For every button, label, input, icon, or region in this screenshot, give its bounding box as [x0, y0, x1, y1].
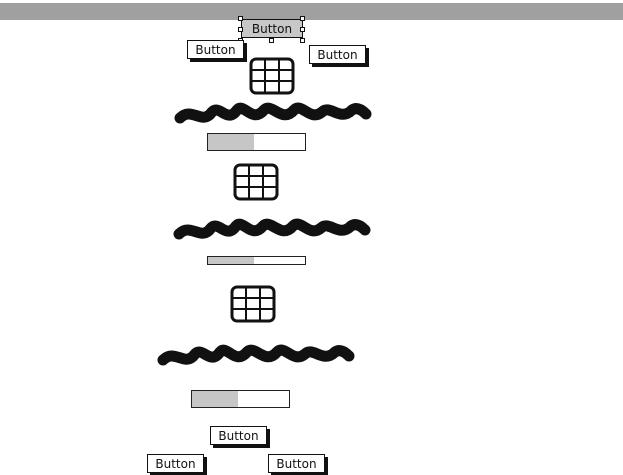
table-grid-icon — [249, 57, 295, 95]
toolbar-strip — [0, 3, 623, 20]
selection-handle[interactable] — [269, 38, 274, 43]
progress-bar[interactable] — [207, 256, 306, 265]
selection-handle[interactable] — [238, 16, 243, 21]
scribbled-text — [173, 218, 371, 240]
button-top-right[interactable]: Button — [309, 45, 366, 64]
progress-bar[interactable] — [191, 390, 290, 408]
button-top-center[interactable]: Button — [241, 19, 303, 38]
scribbled-text — [157, 344, 355, 366]
selection-handle[interactable] — [300, 27, 305, 32]
selection-handle[interactable] — [238, 27, 243, 32]
progress-fill — [208, 257, 254, 264]
selection-handle[interactable] — [300, 16, 305, 21]
progress-fill — [192, 391, 238, 407]
button-bottom-right[interactable]: Button — [268, 454, 325, 473]
progress-bar[interactable] — [207, 133, 306, 151]
table-grid-icon — [233, 163, 279, 201]
button-top-left[interactable]: Button — [187, 40, 244, 59]
scribbled-text — [174, 102, 372, 124]
progress-fill — [208, 134, 254, 150]
table-grid-icon — [230, 285, 276, 323]
selection-handle[interactable] — [300, 38, 305, 43]
button-bottom-left[interactable]: Button — [147, 454, 204, 473]
button-bottom-center[interactable]: Button — [210, 426, 267, 445]
